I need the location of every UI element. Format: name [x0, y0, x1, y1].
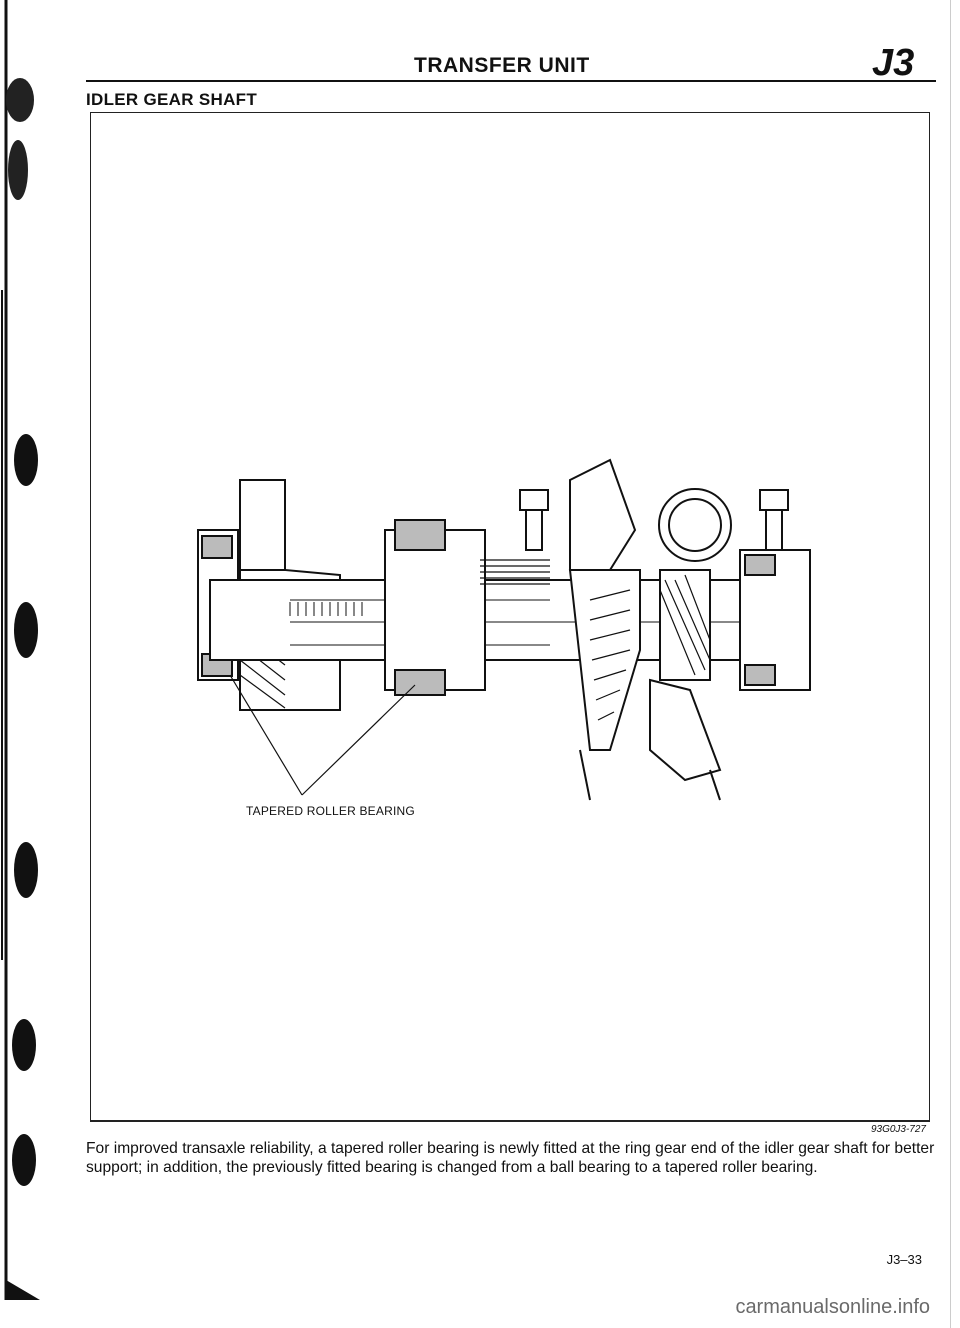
tapered-roller-bearing-callout: TAPERED ROLLER BEARING — [246, 804, 415, 818]
header-rule — [86, 80, 936, 82]
section-title: IDLER GEAR SHAFT — [86, 90, 258, 109]
figure-frame — [90, 112, 930, 1122]
header-title: TRANSFER UNIT — [414, 54, 590, 77]
idler-gear-shaft-cross-section — [197, 458, 811, 801]
binding-edge — [1, 0, 40, 1300]
page-edge-line — [950, 0, 951, 1328]
page-number: J3–33 — [886, 1252, 922, 1267]
watermark: carmanualsonline.info — [735, 1296, 930, 1318]
body-paragraph: For improved transaxle reliability, a ta… — [86, 1140, 935, 1176]
figure-code: 93G0J3-727 — [870, 1124, 926, 1135]
section-code: J3 — [872, 42, 915, 84]
